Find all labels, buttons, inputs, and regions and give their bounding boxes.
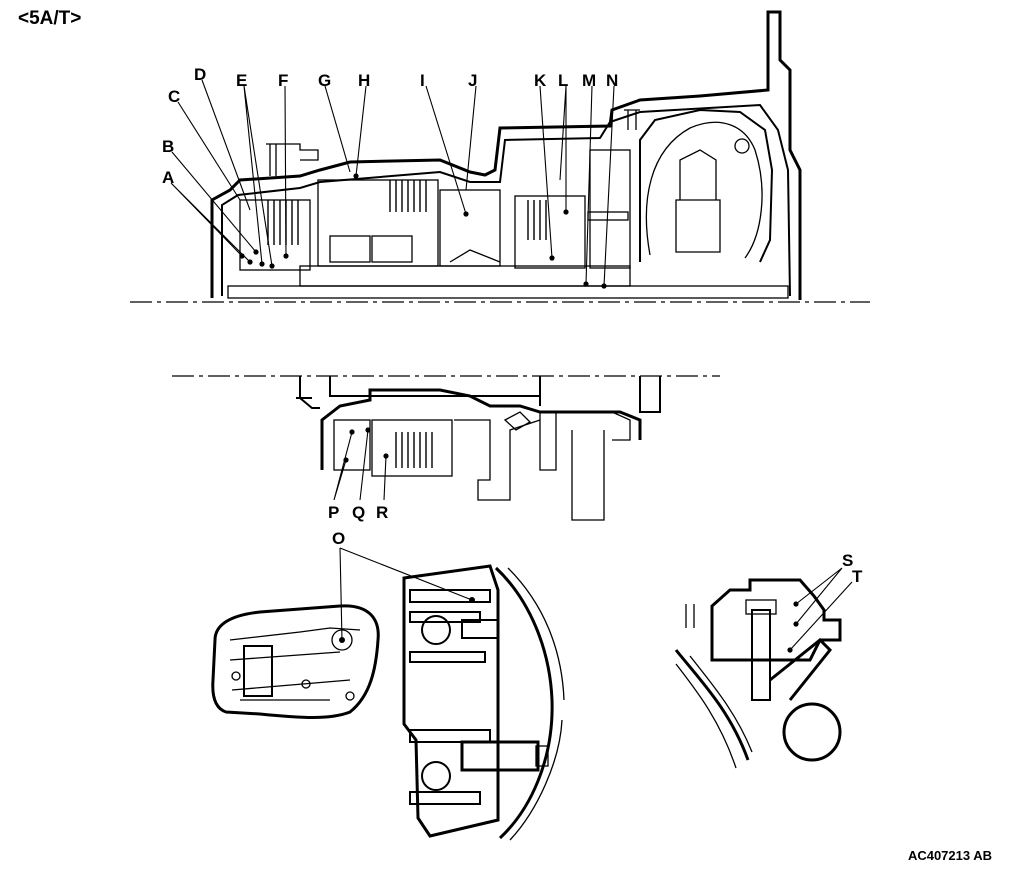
valve-bore-upper xyxy=(421,615,451,645)
housing-inner-wall xyxy=(221,103,791,297)
rear-clutch-pack xyxy=(514,149,631,269)
callout-P: P xyxy=(328,503,339,522)
transfer-seal xyxy=(611,411,631,441)
housing-bolt-left xyxy=(266,143,319,176)
stator-hub xyxy=(679,149,717,200)
callout-D: D xyxy=(194,65,206,84)
transfer-clutch-plates xyxy=(395,432,433,468)
stator xyxy=(675,199,721,253)
lever-shaft xyxy=(751,609,771,701)
callout-labels: A B C D E F G H I J K L M N O P Q R S T xyxy=(162,65,863,586)
ring-gear-inner xyxy=(507,567,565,841)
transfer-piston xyxy=(333,419,371,471)
torque-converter-blade xyxy=(645,121,763,259)
callout-G: G xyxy=(318,71,331,90)
callout-I: I xyxy=(420,71,425,90)
transfer-bolt xyxy=(296,376,320,409)
seal-markers xyxy=(239,173,607,289)
callout-M: M xyxy=(582,71,596,90)
callout-leaders-top xyxy=(170,79,615,287)
torque-converter xyxy=(639,108,774,263)
callout-C: C xyxy=(168,87,180,106)
transfer-cross-section xyxy=(172,375,720,521)
callout-leaders-o xyxy=(339,547,473,641)
housing-bolt-right xyxy=(624,109,640,130)
callout-N: N xyxy=(606,71,618,90)
planetary-gear-set xyxy=(317,179,501,267)
callout-leaders-middle xyxy=(333,429,387,501)
lever-detail xyxy=(674,567,853,769)
lever-seal-markers xyxy=(787,601,799,653)
valve-fingers xyxy=(409,589,499,805)
drive-gear-teeth xyxy=(675,655,753,769)
intermediate-shaft xyxy=(299,265,631,287)
transfer-clutch-housing xyxy=(371,419,453,477)
callout-R: R xyxy=(376,503,388,522)
lever-shaft-cap xyxy=(745,599,777,615)
solenoid-valve xyxy=(460,740,540,772)
drive-gear-outer xyxy=(674,649,750,761)
lever-eye xyxy=(782,702,842,762)
lever-arm xyxy=(769,637,833,701)
gear-detail xyxy=(339,547,565,841)
ring-gear-edge xyxy=(494,566,554,840)
valve-body-plate xyxy=(211,604,380,719)
callout-A: A xyxy=(162,168,174,187)
valve-body-detail xyxy=(211,604,380,719)
callout-H: H xyxy=(358,71,370,90)
callout-E: E xyxy=(236,71,247,90)
valve-body-channels xyxy=(229,627,361,701)
diagram-title: <5A/T> xyxy=(18,8,82,29)
valve-body-port xyxy=(243,645,273,697)
transmission-housing xyxy=(210,10,802,300)
figure-reference-code: AC407213 AB xyxy=(907,848,992,863)
input-shaft xyxy=(227,285,789,299)
main-cross-section xyxy=(130,10,870,303)
callout-T: T xyxy=(852,567,863,586)
solenoid-connector xyxy=(535,745,549,767)
output-shaft xyxy=(539,412,605,521)
callout-J: J xyxy=(468,71,477,90)
callout-O: O xyxy=(332,529,345,548)
callout-F: F xyxy=(278,71,288,90)
callout-K: K xyxy=(534,71,547,90)
callout-leaders-right xyxy=(789,567,853,651)
callout-L: L xyxy=(558,71,568,90)
lever-bracket xyxy=(685,604,695,628)
output-flange xyxy=(454,419,541,501)
lever-housing xyxy=(710,578,842,662)
transfer-bearing xyxy=(503,411,532,431)
transfer-upper-case xyxy=(329,376,661,413)
callout-B: B xyxy=(162,137,174,156)
valve-bore-lower xyxy=(421,761,451,791)
converter-bolt xyxy=(734,138,750,154)
callout-S: S xyxy=(842,551,853,570)
valve-assembly xyxy=(402,564,500,838)
callout-Q: Q xyxy=(352,503,365,522)
